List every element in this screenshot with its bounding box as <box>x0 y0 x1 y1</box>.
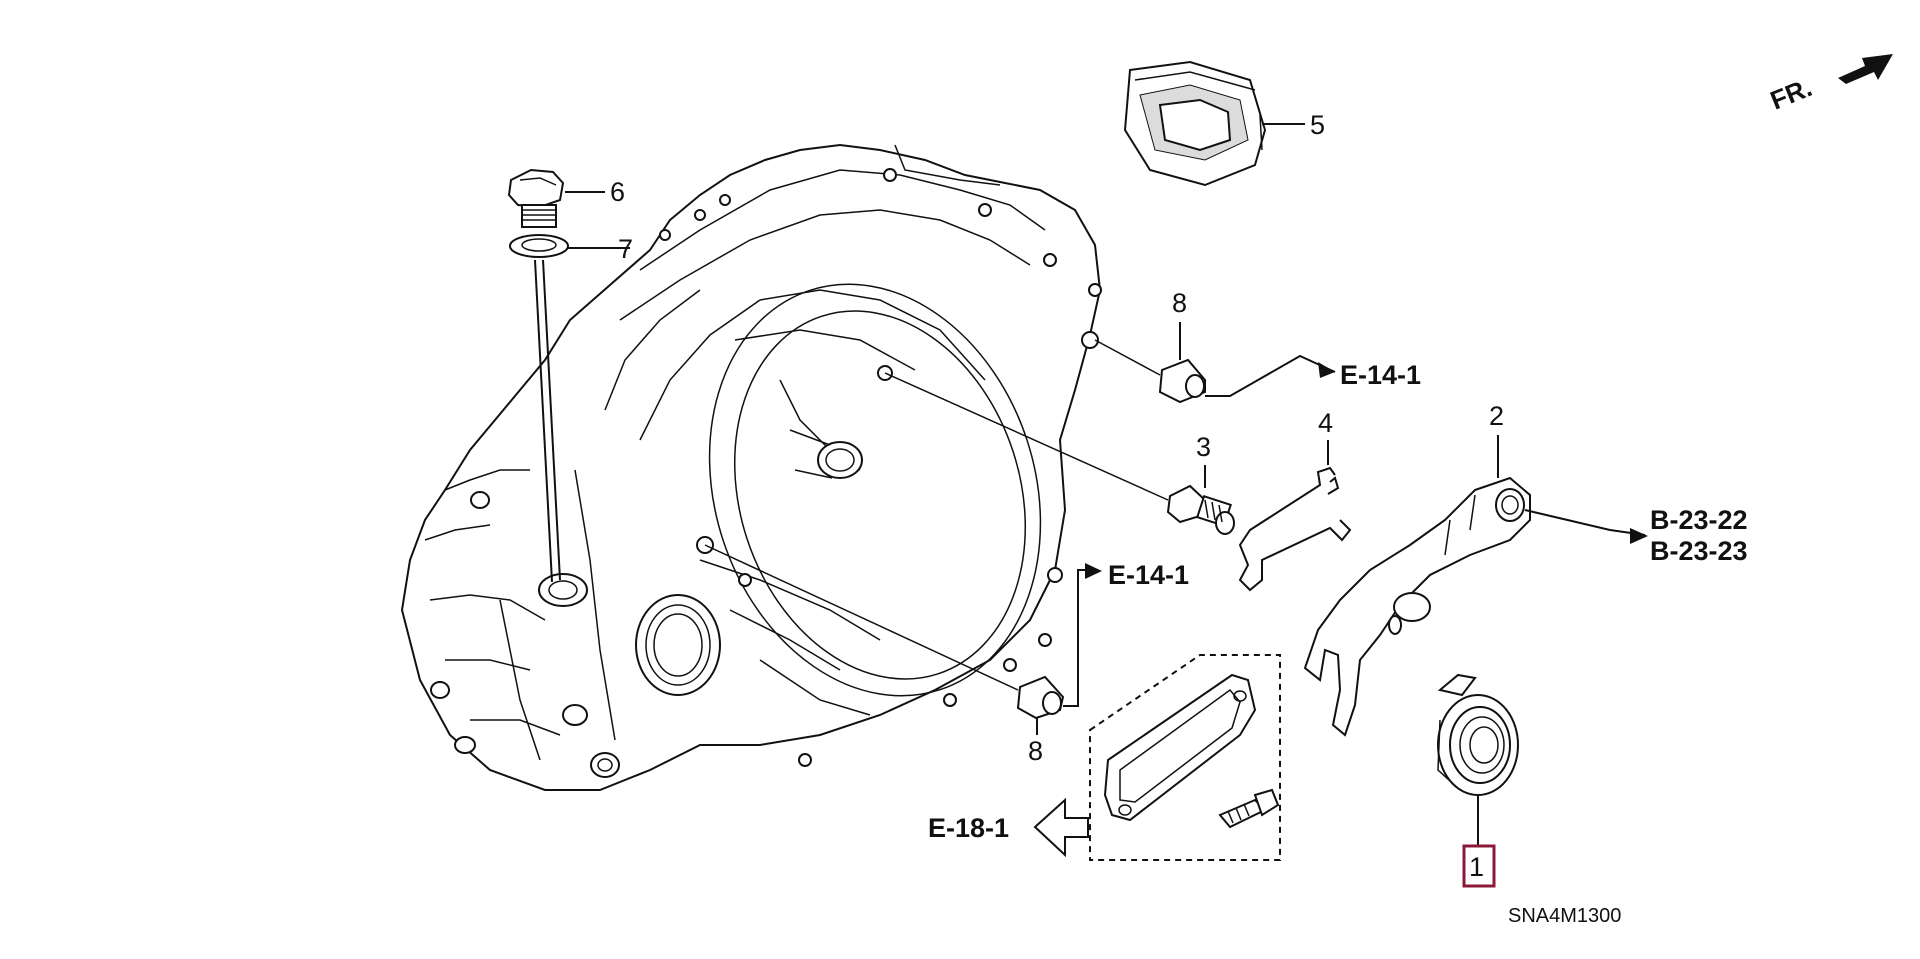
ref-b-23-22[interactable]: B-23-22 <box>1650 505 1748 535</box>
ref-b-23-23[interactable]: B-23-23 <box>1650 536 1748 566</box>
label-part-3: 3 <box>1196 432 1211 462</box>
label-part-7: 7 <box>618 234 633 264</box>
ref-e-14-1-top[interactable]: E-14-1 <box>1340 360 1421 390</box>
part-6-plug-bolt[interactable] <box>507 168 565 228</box>
label-part-5: 5 <box>1310 110 1325 140</box>
label-part-8-bottom: 8 <box>1028 736 1043 766</box>
ref-e-18-1[interactable]: E-18-1 <box>928 813 1009 843</box>
part-4-spring-clip[interactable] <box>1238 466 1352 592</box>
diagram-code: SNA4M1300 <box>1508 905 1621 927</box>
label-part-8-top: 8 <box>1172 288 1187 318</box>
part-3-sensor[interactable] <box>1166 484 1235 535</box>
part-2-release-fork[interactable] <box>1303 476 1531 737</box>
part-8-dowel-pin-bottom[interactable] <box>1016 675 1065 720</box>
label-part-2: 2 <box>1489 401 1504 431</box>
label-part-6: 6 <box>610 177 625 207</box>
label-part-1[interactable]: 1 <box>1469 852 1484 882</box>
clutch-housing[interactable] <box>400 143 1102 791</box>
front-arrow-icon <box>1838 54 1893 84</box>
cover-plate-group[interactable] <box>1089 654 1281 861</box>
ref-e-14-1-mid[interactable]: E-14-1 <box>1108 560 1189 590</box>
part-5-boot[interactable] <box>1123 60 1267 187</box>
part-7-washer[interactable] <box>509 234 569 258</box>
part-1-release-bearing[interactable] <box>1437 673 1519 796</box>
part-8-dowel-pin-top[interactable] <box>1158 358 1206 404</box>
front-label: FR. <box>1766 72 1816 116</box>
label-part-4: 4 <box>1318 408 1333 438</box>
part-1-highlight-box <box>1462 844 1496 888</box>
front-direction-indicator: FR. <box>1766 54 1893 116</box>
ref-e-18-1-arrow <box>1033 797 1089 858</box>
